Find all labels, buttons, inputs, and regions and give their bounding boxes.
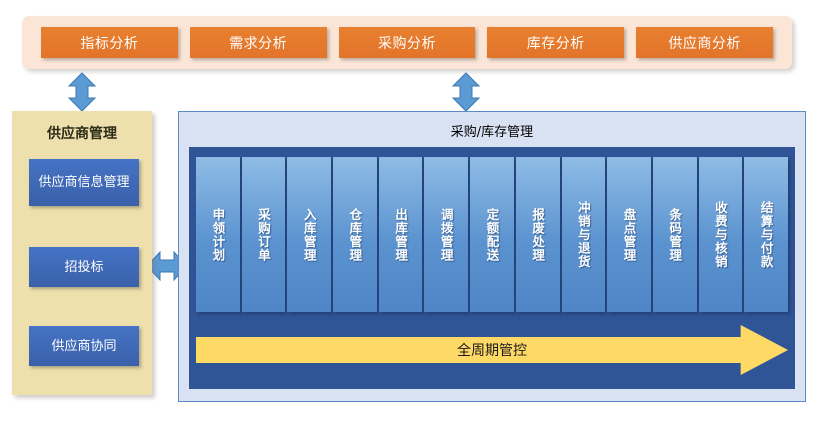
process-column-label: 采购订单 <box>256 207 272 262</box>
process-column-quota-distribution[interactable]: 定额配送 <box>470 157 514 312</box>
process-column-label: 定额配送 <box>484 207 500 262</box>
supplier-item-info-management[interactable]: 供应商信息管理 <box>29 159 139 206</box>
analytics-chip-demand[interactable]: 需求分析 <box>189 27 327 58</box>
analytics-chip-label: 需求分析 <box>229 35 288 52</box>
analytics-chip-label: 指标分析 <box>80 35 139 52</box>
process-column-outbound-management[interactable]: 出库管理 <box>378 157 423 312</box>
analytics-chip-indicator[interactable]: 指标分析 <box>41 27 178 58</box>
process-column-label: 结算与付款 <box>758 200 774 269</box>
process-column-label: 报废处理 <box>530 207 546 262</box>
process-column-charging-and-verification[interactable]: 收费与核销 <box>698 157 743 312</box>
double-arrow-up-down-icon-left <box>66 72 98 112</box>
process-column-label: 出库管理 <box>393 207 409 262</box>
supplier-management-panel: 供应商管理 供应商信息管理 招投标 供应商协同 <box>12 111 152 395</box>
analytics-chip-inventory[interactable]: 库存分析 <box>487 27 625 58</box>
process-column-label: 收费与核销 <box>712 200 728 269</box>
process-column-writeoff-and-return[interactable]: 冲销与退货 <box>561 157 606 312</box>
process-column-label: 条码管理 <box>667 207 683 262</box>
process-column-requisition-plan[interactable]: 申领计划 <box>196 157 240 312</box>
process-column-inbound-management[interactable]: 入库管理 <box>287 157 332 312</box>
process-column-warehouse-management[interactable]: 仓库管理 <box>333 157 377 312</box>
analytics-chip-label: 库存分析 <box>526 35 585 52</box>
process-column-label: 盘点管理 <box>621 207 637 262</box>
process-column-label: 冲销与退货 <box>575 200 591 269</box>
process-column-label: 入库管理 <box>301 207 317 262</box>
analytics-chip-purchase[interactable]: 采购分析 <box>338 27 476 58</box>
supplier-item-bidding[interactable]: 招投标 <box>29 247 139 287</box>
process-column-row: 申领计划 采购订单 入库管理 仓库管理 出库管理 调拨管理 定额配送 报废处理 <box>196 157 788 312</box>
process-board: 申领计划 采购订单 入库管理 仓库管理 出库管理 调拨管理 定额配送 报废处理 <box>189 147 795 389</box>
main-panel-title: 采购/库存管理 <box>450 125 534 140</box>
supplier-item-collaboration[interactable]: 供应商协同 <box>29 326 139 366</box>
supplier-item-label: 供应商协同 <box>51 338 117 354</box>
double-arrow-up-down-icon-center <box>450 72 482 112</box>
process-column-scrap-handling[interactable]: 报废处理 <box>515 157 560 312</box>
process-column-settlement-and-payment[interactable]: 结算与付款 <box>744 157 788 312</box>
supplier-item-label: 供应商信息管理 <box>38 175 130 190</box>
lifecycle-arrow-banner: 全周期管控 <box>196 325 788 375</box>
supplier-item-label: 招投标 <box>64 259 104 275</box>
supplier-panel-title: 供应商管理 <box>47 126 117 142</box>
analytics-banner: 指标分析 需求分析 采购分析 库存分析 供应商分析 <box>22 16 792 69</box>
process-column-label: 申领计划 <box>210 207 226 262</box>
process-column-label: 仓库管理 <box>347 207 363 262</box>
process-column-transfer-management[interactable]: 调拨管理 <box>424 157 469 312</box>
purchase-inventory-panel: 采购/库存管理 申领计划 采购订单 入库管理 仓库管理 出库管理 调拨管理 定额… <box>178 111 806 402</box>
process-column-barcode-management[interactable]: 条码管理 <box>652 157 697 312</box>
process-column-purchase-order[interactable]: 采购订单 <box>241 157 286 312</box>
analytics-chip-label: 采购分析 <box>377 35 436 52</box>
analytics-chip-label: 供应商分析 <box>668 35 741 52</box>
process-column-label: 调拨管理 <box>438 207 454 262</box>
analytics-chip-row: 指标分析 需求分析 采购分析 库存分析 供应商分析 <box>22 16 792 69</box>
process-column-stocktaking-management[interactable]: 盘点管理 <box>607 157 651 312</box>
analytics-chip-supplier[interactable]: 供应商分析 <box>636 27 773 58</box>
